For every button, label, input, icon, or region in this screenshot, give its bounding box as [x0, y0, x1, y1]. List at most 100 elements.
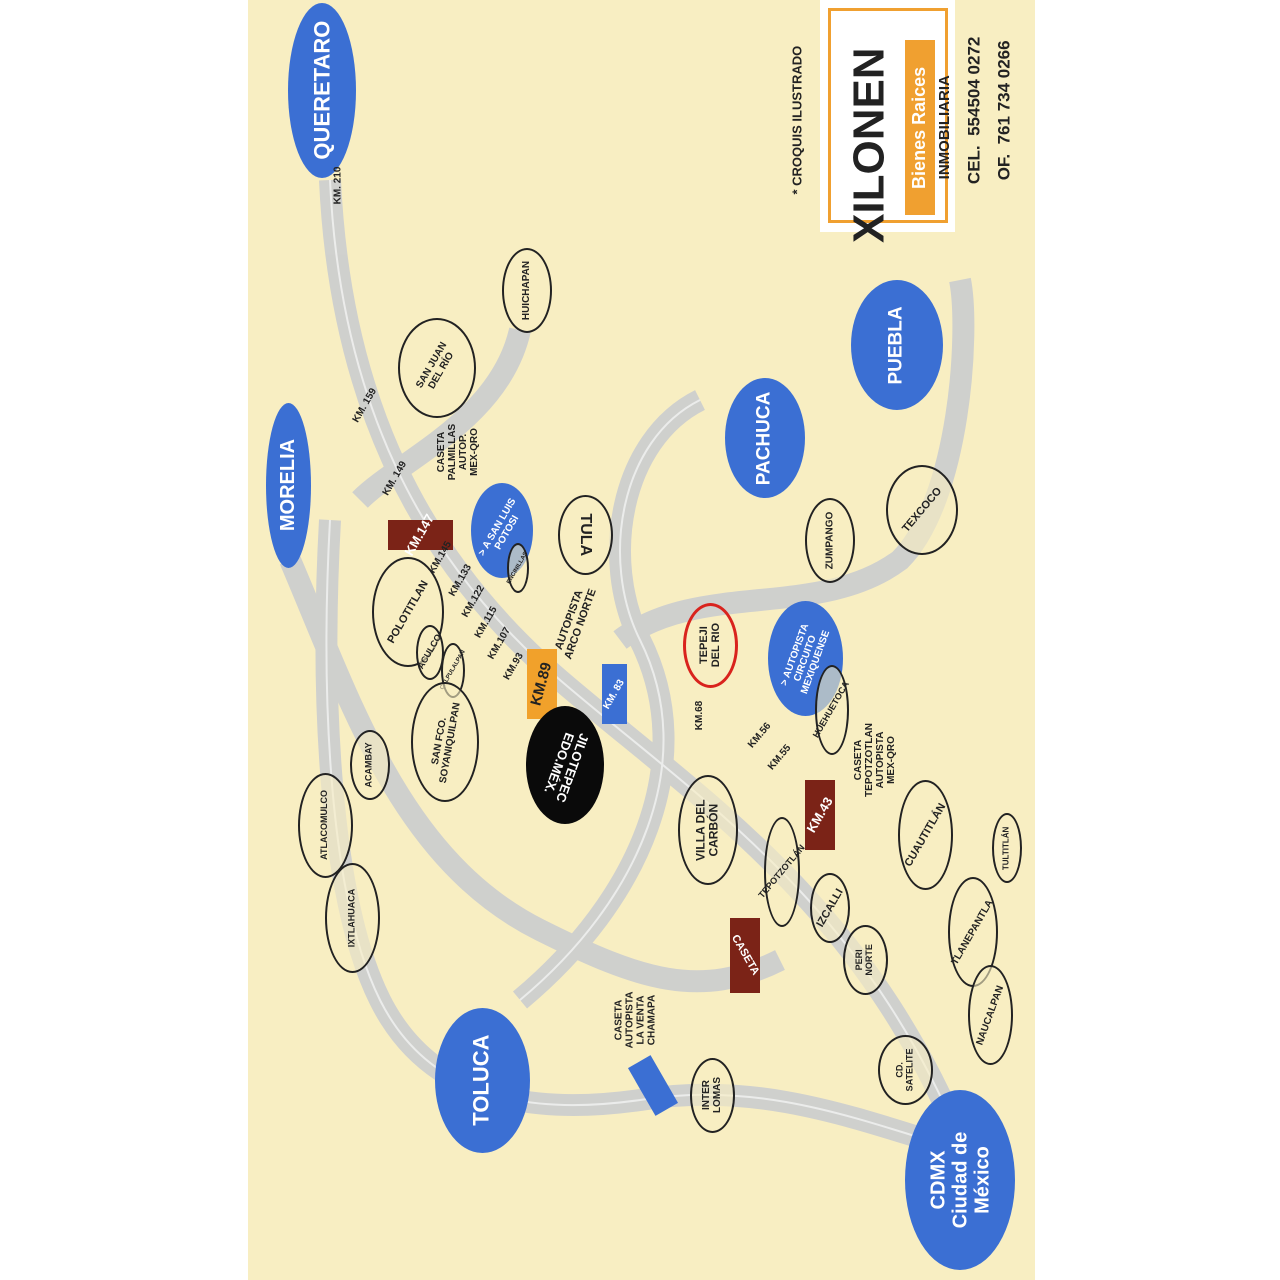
place-label: KM.93 — [501, 650, 527, 682]
place-km159: KM. 159 — [350, 378, 380, 433]
place-sanjuan: SAN JUAN DEL RÍO — [398, 318, 476, 418]
place-palmillas: CASETA PALMILLAS AUTOP. MEX-QRO — [423, 412, 493, 492]
place-km93: KM.93 — [501, 641, 527, 691]
place-label: KM.55 — [766, 742, 794, 772]
place-km55: KM.55 — [766, 735, 793, 780]
place-interlomas: INTER LOMAS — [689, 1057, 735, 1133]
place-label: CUAUTITLÁN — [902, 801, 948, 869]
place-km43: KM.43 — [803, 780, 836, 850]
place-label: QUERETARO — [308, 20, 334, 160]
place-tepeji: TEPEJI DEL RIO — [682, 602, 738, 688]
place-arconorte: AUTOPISTA ARCO NORTE — [552, 580, 599, 665]
place-label: MORELIA — [277, 438, 299, 532]
place-pachuca: PACHUCA — [725, 378, 805, 498]
croquis-note: * CROQUIS ILUSTRADO — [785, 30, 810, 210]
place-label: IZCALLI — [814, 886, 846, 930]
place-label: KM. 159 — [350, 385, 380, 425]
logo-type: INMOBILIARIA — [935, 40, 955, 215]
place-km56: KM.56 — [746, 713, 773, 758]
place-km147: KM.147 — [387, 511, 453, 558]
place-acambay: ACAMBAY — [350, 730, 390, 800]
place-cuautitlan: CUAUTITLÁN — [897, 780, 953, 890]
place-label: KM.43 — [803, 794, 836, 836]
place-tula: TULA — [557, 495, 613, 575]
place-label: CASETA TEPOTZOTLAN AUTOPISTA MEX-QRO — [853, 723, 898, 797]
place-soyaniquilpan: SAN FCO. SOYANIQUILPAN — [411, 682, 479, 802]
place-ixtlahuaca: IXTLAHUACA — [324, 863, 380, 973]
place-label: CASETA — [728, 932, 762, 978]
phone-cel-text: CEL. 554504 0272 — [964, 36, 984, 184]
logo-frame — [828, 8, 948, 223]
place-label: ATLACOMULCO — [319, 790, 330, 860]
place-km210: KM. 210 — [328, 160, 348, 210]
place-chamapa: CASETA AUTOPISTA LA VENTA CHAMAPA — [605, 980, 665, 1060]
place-puebla: PUEBLA — [851, 280, 943, 410]
place-label: TULTITLÁN — [1001, 826, 1011, 870]
place-label: AUTOPISTA ARCO NORTE — [552, 587, 599, 661]
place-label: CASETA PALMILLAS AUTOP. MEX-QRO — [435, 423, 480, 481]
place-label: KM. 83 — [601, 677, 627, 711]
place-label: CDMX Ciudad de México — [926, 1131, 993, 1229]
place-label: TEXCOCO — [899, 485, 945, 535]
place-atlacomulco: ATLACOMULCO — [297, 772, 353, 878]
place-texcoco: TEXCOCO — [886, 465, 958, 555]
phone-office: OF. 761 734 0266 — [990, 20, 1020, 200]
logo-brand-text: XILONEN — [844, 47, 894, 243]
place-izcalli: IZCALLI — [810, 873, 850, 943]
place-queretaro: QUERETARO — [288, 2, 356, 178]
place-tepotzotlan: TEPOTZOTLÁN — [756, 817, 806, 927]
place-km89: KM.89 — [527, 649, 557, 719]
place-huehuetoca: HUEHUETOCA — [811, 665, 851, 755]
logo-tagline: Bienes Raices — [905, 40, 935, 215]
place-km68: KM.68 — [690, 695, 710, 735]
place-label: TEPEJI DEL RIO — [697, 622, 722, 668]
place-label: ACAMBAY — [364, 742, 375, 788]
place-label: ENCINILLAS — [506, 550, 530, 585]
place-label: SAN FCO. SOYANIQUILPAN — [430, 701, 463, 785]
place-label: JILOTEPEC EDO.MÉX. — [540, 730, 592, 805]
phone-office-text: OF. 761 734 0266 — [994, 40, 1014, 180]
place-label: PACHUCA — [753, 391, 775, 485]
road-morelia — [279, 555, 785, 993]
place-label: ACULCO — [415, 632, 444, 671]
place-aculco: ACULCO — [415, 624, 444, 680]
place-label: KM.89 — [527, 660, 556, 708]
phone-cel: CEL. 554504 0272 — [960, 20, 990, 200]
place-label: KM. 149 — [380, 458, 410, 498]
place-zumpango: ZUMPANGO — [805, 497, 855, 583]
place-label: KM. 210 — [332, 166, 344, 204]
place-huichapan: HUICHAPAN — [502, 247, 552, 333]
place-label: TLANEPANTLA — [949, 897, 997, 967]
place-naucalpan: NAUCALPAN — [967, 965, 1013, 1065]
croquis-note-text: * CROQUIS ILUSTRADO — [789, 45, 805, 195]
place-morelia: MORELIA — [265, 402, 311, 568]
place-toluca: TOLUCA — [434, 1007, 530, 1153]
place-satelite: CD. SATELITE — [877, 1035, 933, 1105]
place-label: PERI NORTE — [854, 944, 874, 976]
road-arco-norte-divider — [519, 399, 701, 1001]
place-label: HUICHAPAN — [521, 260, 533, 320]
place-label: TOLUCA — [468, 1034, 494, 1126]
logo-type-text: INMOBILIARIA — [935, 75, 953, 180]
place-label: KM.68 — [694, 700, 706, 730]
place-km149: KM. 149 — [380, 451, 410, 506]
road-huichapan — [352, 327, 531, 508]
place-label: NAUCALPAN — [974, 983, 1006, 1047]
place-label: VILLA DEL CARBÓN — [693, 799, 721, 861]
place-label: IXTLAHUACA — [346, 888, 357, 948]
place-encinillas: ENCINILLAS — [506, 543, 530, 593]
place-label: TULA — [576, 513, 594, 557]
place-perinorte: PERI NORTE — [842, 925, 888, 995]
place-label: INTER LOMAS — [700, 1076, 723, 1114]
place-label: CASETA AUTOPISTA LA VENTA CHAMAPA — [612, 991, 657, 1049]
place-label: ZUMPANGO — [824, 511, 836, 569]
place-km83: KM. 83 — [601, 664, 627, 724]
place-label: PUEBLA — [885, 305, 907, 385]
place-cdmx: CDMX Ciudad de México — [905, 1090, 1015, 1270]
place-tultitlan: TULTITLÁN — [992, 813, 1022, 883]
place-caseta: CASETA — [728, 917, 762, 993]
logo-tagline-text: Bienes Raices — [909, 66, 930, 189]
place-villacarbon: VILLA DEL CARBÓN — [678, 775, 738, 885]
place-casetatepo: CASETA TEPOTZOTLAN AUTOPISTA MEX-QRO — [840, 720, 910, 800]
place-label: CD. SATELITE — [894, 1048, 914, 1092]
